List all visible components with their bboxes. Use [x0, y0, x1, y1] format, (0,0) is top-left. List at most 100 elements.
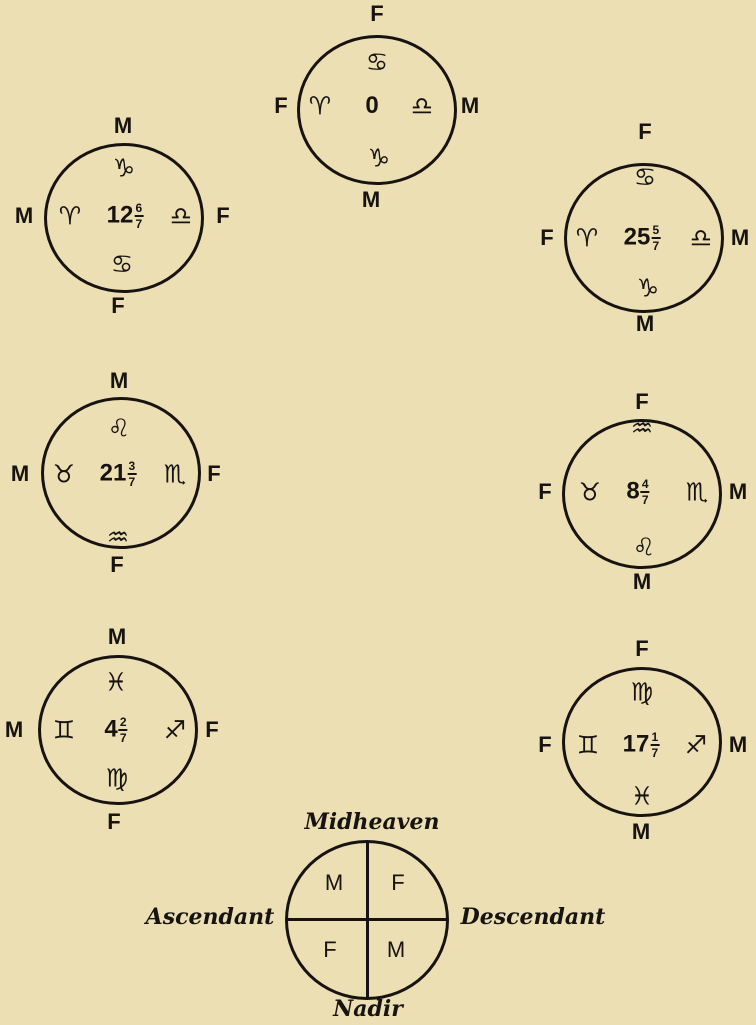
chart-0-degree-whole: 0	[365, 92, 379, 119]
chart-1-right-sign: ♎	[169, 201, 193, 231]
key-quadrant-bottom-left: F	[323, 937, 337, 962]
chart-0-circle	[297, 35, 457, 185]
key-ascendant-label: Ascendant	[145, 904, 275, 930]
chart-3-top-sign: ♌	[107, 413, 131, 443]
chart-4-bottom-label: M	[632, 569, 652, 594]
chart-5-frac-denominator: 7	[119, 731, 127, 745]
chart-3-right-label: F	[207, 461, 221, 486]
chart-4-right-label: M	[728, 479, 748, 504]
chart-6-circle	[562, 667, 722, 817]
chart-6-right-label: M	[728, 732, 748, 757]
chart-4-frac-denominator: 7	[641, 493, 649, 507]
chart-1-left-sign: ♈	[58, 201, 82, 231]
chart-4-top-sign: ♒	[630, 413, 654, 443]
chart-6-bottom-label: M	[631, 819, 651, 844]
chart-5-top-label: M	[107, 624, 127, 649]
chart-6-frac-denominator: 7	[651, 746, 659, 760]
chart-2-circle	[564, 163, 724, 313]
chart-1-top-sign: ♑	[112, 153, 136, 183]
chart-6-left-label: F	[538, 732, 552, 757]
chart-5-bottom-sign: ♍	[105, 763, 129, 793]
key-midheaven-label: Midheaven	[304, 809, 440, 835]
chart-0-right-sign: ♎	[410, 91, 434, 121]
chart-0-top-label: F	[370, 1, 384, 26]
chart-0-right-label: M	[460, 93, 480, 118]
chart-1-left-label: M	[14, 203, 34, 228]
chart-5-right-label: F	[205, 717, 219, 742]
chart-4-degree-whole: 8	[626, 477, 640, 505]
chart-3-bottom-sign: ♒	[106, 522, 130, 552]
chart-2-right-sign: ♎	[689, 223, 713, 253]
chart-5-bottom-label: F	[107, 809, 121, 834]
chart-0-degree: 0	[365, 94, 378, 118]
chart-2-degree-whole: 25	[623, 223, 651, 251]
chart-5-top-sign: ♓	[104, 667, 128, 697]
chart-2-left-sign: ♈	[575, 223, 599, 253]
chart-0-bottom-sign: ♑	[367, 143, 391, 173]
chart-3-left-sign: ♉	[52, 459, 76, 489]
chart-1-bottom-sign: ♋	[110, 249, 134, 279]
chart-2-frac-numerator: 5	[652, 223, 660, 237]
chart-4-top-label: F	[635, 389, 649, 414]
chart-4-bottom-sign: ♌	[632, 532, 656, 562]
chart-2-bottom-sign: ♑	[636, 273, 660, 303]
chart-3-bottom-label: F	[110, 552, 124, 577]
key-horizontal-line	[286, 918, 448, 921]
chart-2-top-sign: ♋	[633, 162, 657, 192]
chart-6-right-sign: ♐	[684, 730, 708, 760]
chart-1-circle	[44, 143, 204, 293]
chart-3-frac-denominator: 7	[128, 475, 136, 489]
chart-3-left-label: M	[10, 461, 30, 486]
chart-6-left-sign: ♊	[576, 730, 600, 760]
chart-3-frac-numerator: 3	[128, 459, 136, 473]
key-quadrant-bottom-right: M	[386, 937, 406, 962]
chart-1-frac-numerator: 6	[135, 201, 143, 215]
chart-3-top-label: M	[109, 368, 129, 393]
chart-5-degree-whole: 4	[104, 715, 118, 743]
chart-1-right-label: F	[216, 203, 230, 228]
chart-1-top-label: M	[113, 113, 133, 138]
chart-0-top-sign: ♋	[365, 47, 389, 77]
chart-5-circle	[38, 655, 198, 805]
chart-6-degree-whole: 17	[622, 730, 650, 758]
chart-5-frac-numerator: 2	[119, 715, 127, 729]
chart-2-top-label: F	[638, 119, 652, 144]
chart-0-left-label: F	[274, 93, 288, 118]
chart-6-bottom-sign: ♓	[630, 781, 654, 811]
key-nadir-label: Nadir	[333, 996, 403, 1022]
chart-2-left-label: F	[540, 225, 554, 250]
chart-2-right-label: M	[730, 225, 750, 250]
chart-3-degree-whole: 21	[99, 459, 127, 487]
chart-4-left-label: F	[538, 479, 552, 504]
chart-0-left-sign: ♈	[308, 91, 332, 121]
chart-1-bottom-label: F	[111, 293, 125, 318]
chart-5-left-sign: ♊	[52, 715, 76, 745]
chart-4-circle	[562, 419, 722, 569]
chart-2-frac-denominator: 7	[652, 239, 660, 253]
chart-1-degree-whole: 12	[106, 201, 134, 229]
key-descendant-label: Descendant	[460, 904, 606, 930]
chart-4-right-sign: ♏	[685, 477, 709, 507]
chart-3-right-sign: ♏	[163, 459, 187, 489]
key-quadrant-top-right: F	[391, 870, 405, 895]
chart-6-top-label: F	[635, 636, 649, 661]
chart-5-right-sign: ♐	[163, 715, 187, 745]
chart-2-bottom-label: M	[635, 311, 655, 336]
chart-0-bottom-label: M	[361, 187, 381, 212]
chart-5-left-label: M	[4, 717, 24, 742]
chart-6-frac-numerator: 1	[651, 730, 659, 744]
chart-3-circle	[41, 397, 201, 549]
